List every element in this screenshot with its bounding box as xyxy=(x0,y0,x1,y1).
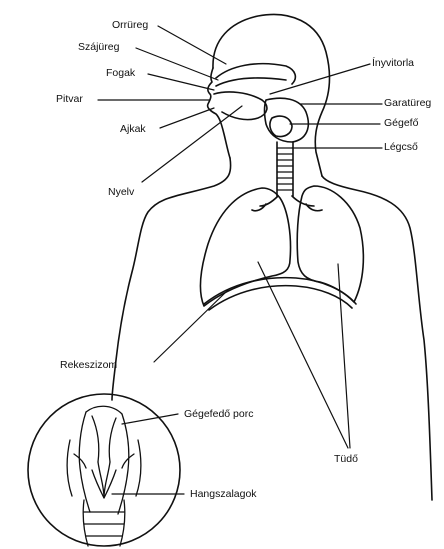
label-gegefo: Gégefő xyxy=(384,117,418,129)
leader-orrureg xyxy=(158,26,226,64)
leader-fogak xyxy=(148,74,214,90)
label-hangszalagok: Hangszalagok xyxy=(190,488,257,500)
label-tudo: Tüdő xyxy=(334,453,358,465)
head-outline xyxy=(213,15,330,177)
label-rekeszizom: Rekeszizom xyxy=(60,359,117,371)
leader-rekeszizom xyxy=(154,290,228,362)
leader-inyvitorla xyxy=(270,64,370,94)
leader-gegefedo xyxy=(122,414,178,424)
label-pitvar: Pitvar xyxy=(56,93,83,105)
label-garatureg: Garatüreg xyxy=(384,97,431,109)
leader-ajkak xyxy=(160,108,214,128)
larynx-inset-circle xyxy=(28,394,180,546)
trachea xyxy=(277,142,293,196)
label-orrureg: Orrüreg xyxy=(112,19,148,31)
left-lung xyxy=(201,188,291,306)
larynx xyxy=(270,116,292,136)
larynx-detail xyxy=(67,406,141,546)
label-ajkak: Ajkak xyxy=(120,123,146,135)
oral-cavity xyxy=(214,92,267,120)
right-shoulder xyxy=(322,176,432,500)
leader-tudo-left xyxy=(258,262,348,448)
label-nyelv: Nyelv xyxy=(108,186,134,198)
right-lung xyxy=(297,186,363,302)
label-fogak: Fogak xyxy=(106,67,135,79)
label-gegefedo-porc: Gégefedő porc xyxy=(184,408,253,420)
label-legcso: Légcső xyxy=(384,141,418,153)
label-inyvitorla: Ínyvitorla xyxy=(372,57,414,69)
bronchi xyxy=(252,196,322,211)
leader-tudo-right xyxy=(338,264,350,448)
label-szajureg: Szájüreg xyxy=(78,41,119,53)
